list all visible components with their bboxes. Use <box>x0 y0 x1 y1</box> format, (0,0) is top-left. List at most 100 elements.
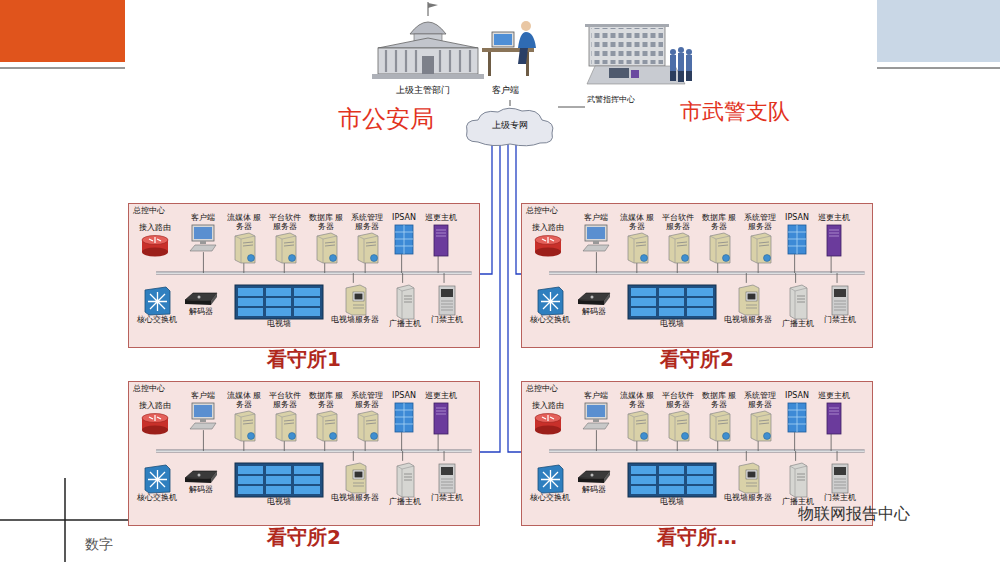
tv-wall-server-icon <box>733 462 763 494</box>
device-icon-box <box>824 223 844 257</box>
device-icon-box <box>581 223 611 253</box>
rule-line <box>877 68 1000 69</box>
media-server: 流媒体 服务器 <box>225 392 263 442</box>
access-router: 接入路由 <box>526 224 570 259</box>
bus-drop <box>636 441 637 451</box>
device-label: 客户端 <box>183 214 223 223</box>
device-label: 接入路由 <box>133 402 177 411</box>
device-icon-box <box>436 462 458 494</box>
decoder-icon <box>576 468 612 486</box>
org-label: 上级主管部门 <box>396 86 450 96</box>
control-center-label: 总控中心 <box>526 385 558 394</box>
client-pc: 客户端 <box>576 214 616 253</box>
core-switch-icon <box>142 462 172 494</box>
patrol-host: 巡更主机 <box>814 214 854 257</box>
tv-wall-server-icon <box>340 462 370 494</box>
ipsan-storage: IPSAN <box>389 214 419 255</box>
bus-drop <box>746 273 747 283</box>
server-icon <box>747 410 773 442</box>
device-label: 电视墙服务器 <box>722 494 774 503</box>
rule-line <box>0 519 128 521</box>
network-link <box>480 144 492 274</box>
client-pc-icon <box>581 223 611 253</box>
device-icon-box <box>394 284 416 320</box>
management-server: 系统管理 服务器 <box>740 392 780 442</box>
device-icon-box <box>747 232 773 264</box>
access-control-host: 门禁主机 <box>427 284 467 325</box>
bus-drop <box>438 256 439 273</box>
device-icon-box <box>393 401 415 433</box>
client-pc: 客户端 <box>183 214 223 253</box>
police-hq-illustration <box>585 22 700 94</box>
tv-wall-icon <box>234 284 324 320</box>
router-icon <box>140 411 170 437</box>
corner-block <box>0 0 125 62</box>
bus-drop <box>243 441 244 451</box>
device-icon-box <box>340 284 370 316</box>
bureau-node: 上级主管部门客户端市公安局 <box>370 2 550 100</box>
bus-drop <box>717 263 718 273</box>
device-label: 电视墙服务器 <box>329 494 381 503</box>
network-cloud: 上级专网 <box>462 106 558 148</box>
access-host-icon <box>829 284 851 316</box>
database-server: 数据库 服务器 <box>307 392 345 442</box>
detention-center-panel: 总控中心看守所1接入路由客户端流媒体 服务器平台软件 服务器数据库 服务器系统管… <box>128 203 480 348</box>
network-link <box>508 144 521 452</box>
device-icon-box <box>576 290 612 308</box>
core-switch: 核心交换机 <box>526 462 574 503</box>
device-icon-box <box>142 284 172 316</box>
server-icon <box>665 410 691 442</box>
device-icon-box <box>624 232 650 264</box>
device-icon-box <box>665 410 691 442</box>
device-label: 客户端 <box>576 392 616 401</box>
bus-drop <box>596 430 597 451</box>
device-label: 系统管理 服务器 <box>347 214 387 232</box>
router-icon <box>533 233 563 259</box>
media-server: 流媒体 服务器 <box>618 392 656 442</box>
device-icon-box <box>786 401 808 433</box>
device-label: 电视墙 <box>624 498 720 507</box>
bus-drop <box>353 451 354 461</box>
device-icon-box <box>431 401 451 435</box>
detention-center-panel: 总控中心看守所2接入路由客户端流媒体 服务器平台软件 服务器数据库 服务器系统管… <box>521 203 873 348</box>
detention-center-panel: 总控中心看守所2接入路由客户端流媒体 服务器平台软件 服务器数据库 服务器系统管… <box>128 381 480 526</box>
patrol-host-icon <box>431 223 451 257</box>
bus-drop <box>402 273 403 283</box>
router-icon <box>533 411 563 437</box>
device-label: 数据库 服务器 <box>307 392 345 410</box>
device-icon-box <box>234 462 324 498</box>
core-switch-icon <box>535 284 565 316</box>
bus-drop <box>401 254 402 273</box>
broadcast-host: 广播主机 <box>385 462 425 507</box>
bus-drop <box>324 263 325 273</box>
device-label: 巡更主机 <box>814 392 854 401</box>
device-label: 客户端 <box>576 214 616 223</box>
server-icon <box>272 232 298 264</box>
broadcast-host: 广播主机 <box>385 284 425 329</box>
access-host-icon <box>829 462 851 494</box>
armed-police-title: 市武警支队 <box>680 100 790 124</box>
device-label: 流媒体 服务器 <box>225 214 263 232</box>
patrol-host: 巡更主机 <box>814 392 854 435</box>
city-police-title: 市公安局 <box>338 106 434 132</box>
core-switch: 核心交换机 <box>133 462 181 503</box>
device-icon-box <box>829 462 851 494</box>
device-icon-box <box>533 411 563 437</box>
device-icon-box <box>706 232 732 264</box>
tv-wall: 电视墙 <box>624 284 720 329</box>
bus-drop <box>203 252 204 273</box>
device-label: 门禁主机 <box>820 316 860 325</box>
device-label: 广播主机 <box>385 320 425 329</box>
device-label: 数据库 服务器 <box>700 214 738 232</box>
device-label: 接入路由 <box>526 224 570 233</box>
decoder: 解码器 <box>574 290 614 317</box>
device-icon-box <box>231 410 257 442</box>
device-label: IPSAN <box>782 392 812 401</box>
decoder: 解码器 <box>181 468 221 495</box>
device-icon-box <box>231 232 257 264</box>
device-label: 解码器 <box>181 308 221 317</box>
bureau-illustration <box>370 2 550 82</box>
server-icon <box>272 410 298 442</box>
device-label: 巡更主机 <box>421 214 461 223</box>
broadcast-host: 广播主机 <box>778 284 818 329</box>
